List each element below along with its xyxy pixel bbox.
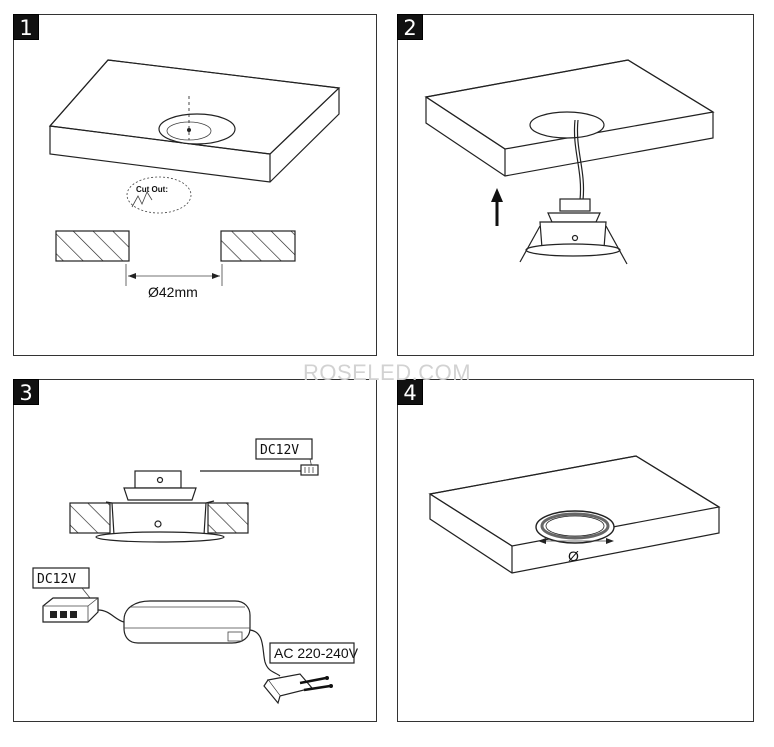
cross-section-right — [220, 230, 296, 262]
ac-label-box: AC 220-240V — [269, 642, 359, 664]
watermark: ROSELED.COM — [302, 360, 472, 385]
mounting-hole — [529, 111, 605, 139]
step-4-number: 4 — [397, 379, 423, 405]
diameter-symbol: Ø — [568, 548, 579, 564]
cutout-hole — [158, 96, 236, 145]
step-2-number: 2 — [397, 14, 423, 40]
ac-plug — [263, 673, 333, 705]
downlight-step-2 — [519, 198, 628, 265]
diameter-arrow-step-4: Ø — [538, 538, 614, 564]
up-arrow — [491, 188, 503, 226]
dc-label-top-box: DC12V — [255, 438, 313, 469]
ceiling-section-left — [69, 502, 111, 534]
step-3-panel — [13, 379, 377, 722]
led-driver — [123, 600, 251, 644]
cable — [573, 119, 585, 201]
dc-label-bottom: DC12V — [37, 572, 76, 587]
downlight-installed — [95, 470, 225, 543]
diameter-dimension: Ø42mm — [125, 264, 223, 300]
dc-label-top: DC12V — [260, 443, 299, 458]
dc-connector-plug — [300, 464, 319, 476]
ac-label: AC 220-240V — [274, 645, 359, 661]
cutout-label: Cut Out: — [136, 185, 168, 194]
distribution-box — [42, 597, 99, 623]
installed-light-ring — [535, 510, 615, 544]
step-1-number: 1 — [13, 14, 39, 40]
ceiling-section-right — [207, 502, 249, 534]
step-3-number: 3 — [13, 379, 39, 405]
cutout-callout: Cut Out: — [126, 176, 192, 214]
cross-section-left — [55, 230, 130, 262]
dc-label-bottom-box: DC12V — [32, 567, 91, 599]
diameter-label: Ø42mm — [148, 284, 198, 300]
